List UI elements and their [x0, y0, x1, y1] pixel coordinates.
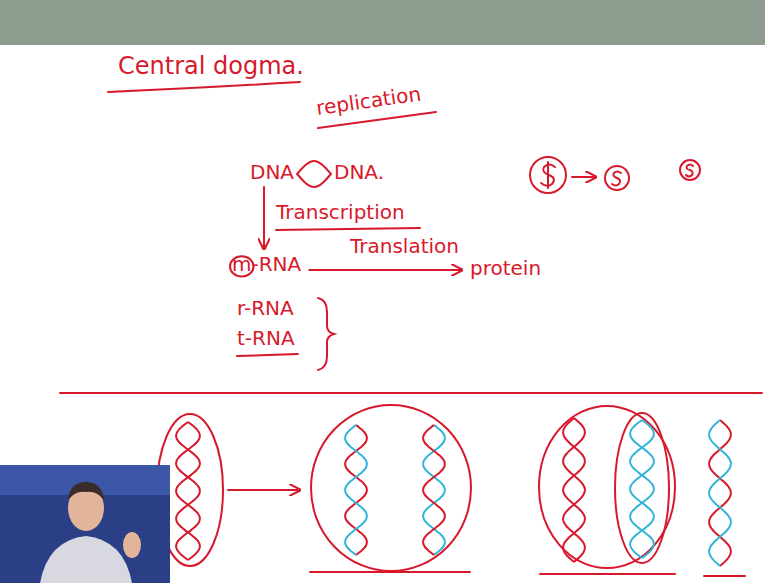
dna-strand — [709, 420, 731, 566]
dna-strand — [563, 418, 585, 562]
cell-symbol — [680, 160, 700, 180]
dna-strand — [345, 425, 367, 555]
dna-strand — [176, 422, 200, 560]
molecule-label: DNA. — [334, 160, 384, 184]
presenter — [123, 532, 141, 558]
process-arrow — [263, 187, 265, 249]
dna-strand — [423, 425, 445, 555]
node-text: protein — [470, 256, 541, 280]
node-text: DNA. — [334, 160, 384, 184]
cell-symbol — [605, 166, 629, 190]
presenter — [40, 536, 132, 583]
cell-symbol — [686, 165, 693, 177]
cell-outline — [311, 405, 471, 571]
cell-outline — [615, 413, 669, 563]
underline — [237, 354, 298, 356]
process-arrow — [297, 161, 331, 187]
cell-symbol — [530, 157, 566, 193]
dna-strand — [345, 425, 367, 555]
dna-strand — [709, 420, 731, 566]
dna-strand — [423, 425, 445, 555]
video-frame — [0, 465, 170, 583]
cell-symbol — [612, 172, 621, 186]
dna-strand — [176, 422, 200, 560]
process-label: Translation — [350, 234, 459, 258]
cell-symbol — [547, 162, 549, 188]
dna-strand — [630, 420, 654, 558]
process-label: Transcription — [276, 200, 405, 224]
underline — [310, 571, 470, 573]
rna-label: t-RNA — [237, 326, 295, 350]
title: Central dogma. — [118, 52, 304, 81]
dna-strand — [563, 418, 585, 562]
node-text: DNA — [250, 160, 294, 184]
node-text: m-RNA — [232, 252, 301, 276]
presenter — [68, 482, 104, 500]
divider-line — [60, 392, 762, 394]
rna-label: r-RNA — [237, 296, 294, 320]
dna-strand — [630, 420, 654, 558]
process-label: replication — [315, 82, 423, 120]
bracket — [318, 298, 334, 370]
arrow — [572, 176, 596, 178]
underline — [540, 573, 675, 575]
presenter-video — [0, 465, 170, 583]
process-arrow — [309, 269, 462, 271]
molecule-label: DNA — [250, 160, 294, 184]
underline — [276, 228, 420, 230]
underline — [108, 82, 300, 92]
molecule-label: protein — [470, 256, 541, 280]
cell-outline — [539, 406, 675, 568]
arrow — [228, 489, 300, 491]
top-bar — [0, 0, 765, 45]
molecule-label: m-RNA — [232, 252, 301, 276]
underline — [704, 575, 745, 577]
dna-helices — [176, 418, 731, 566]
